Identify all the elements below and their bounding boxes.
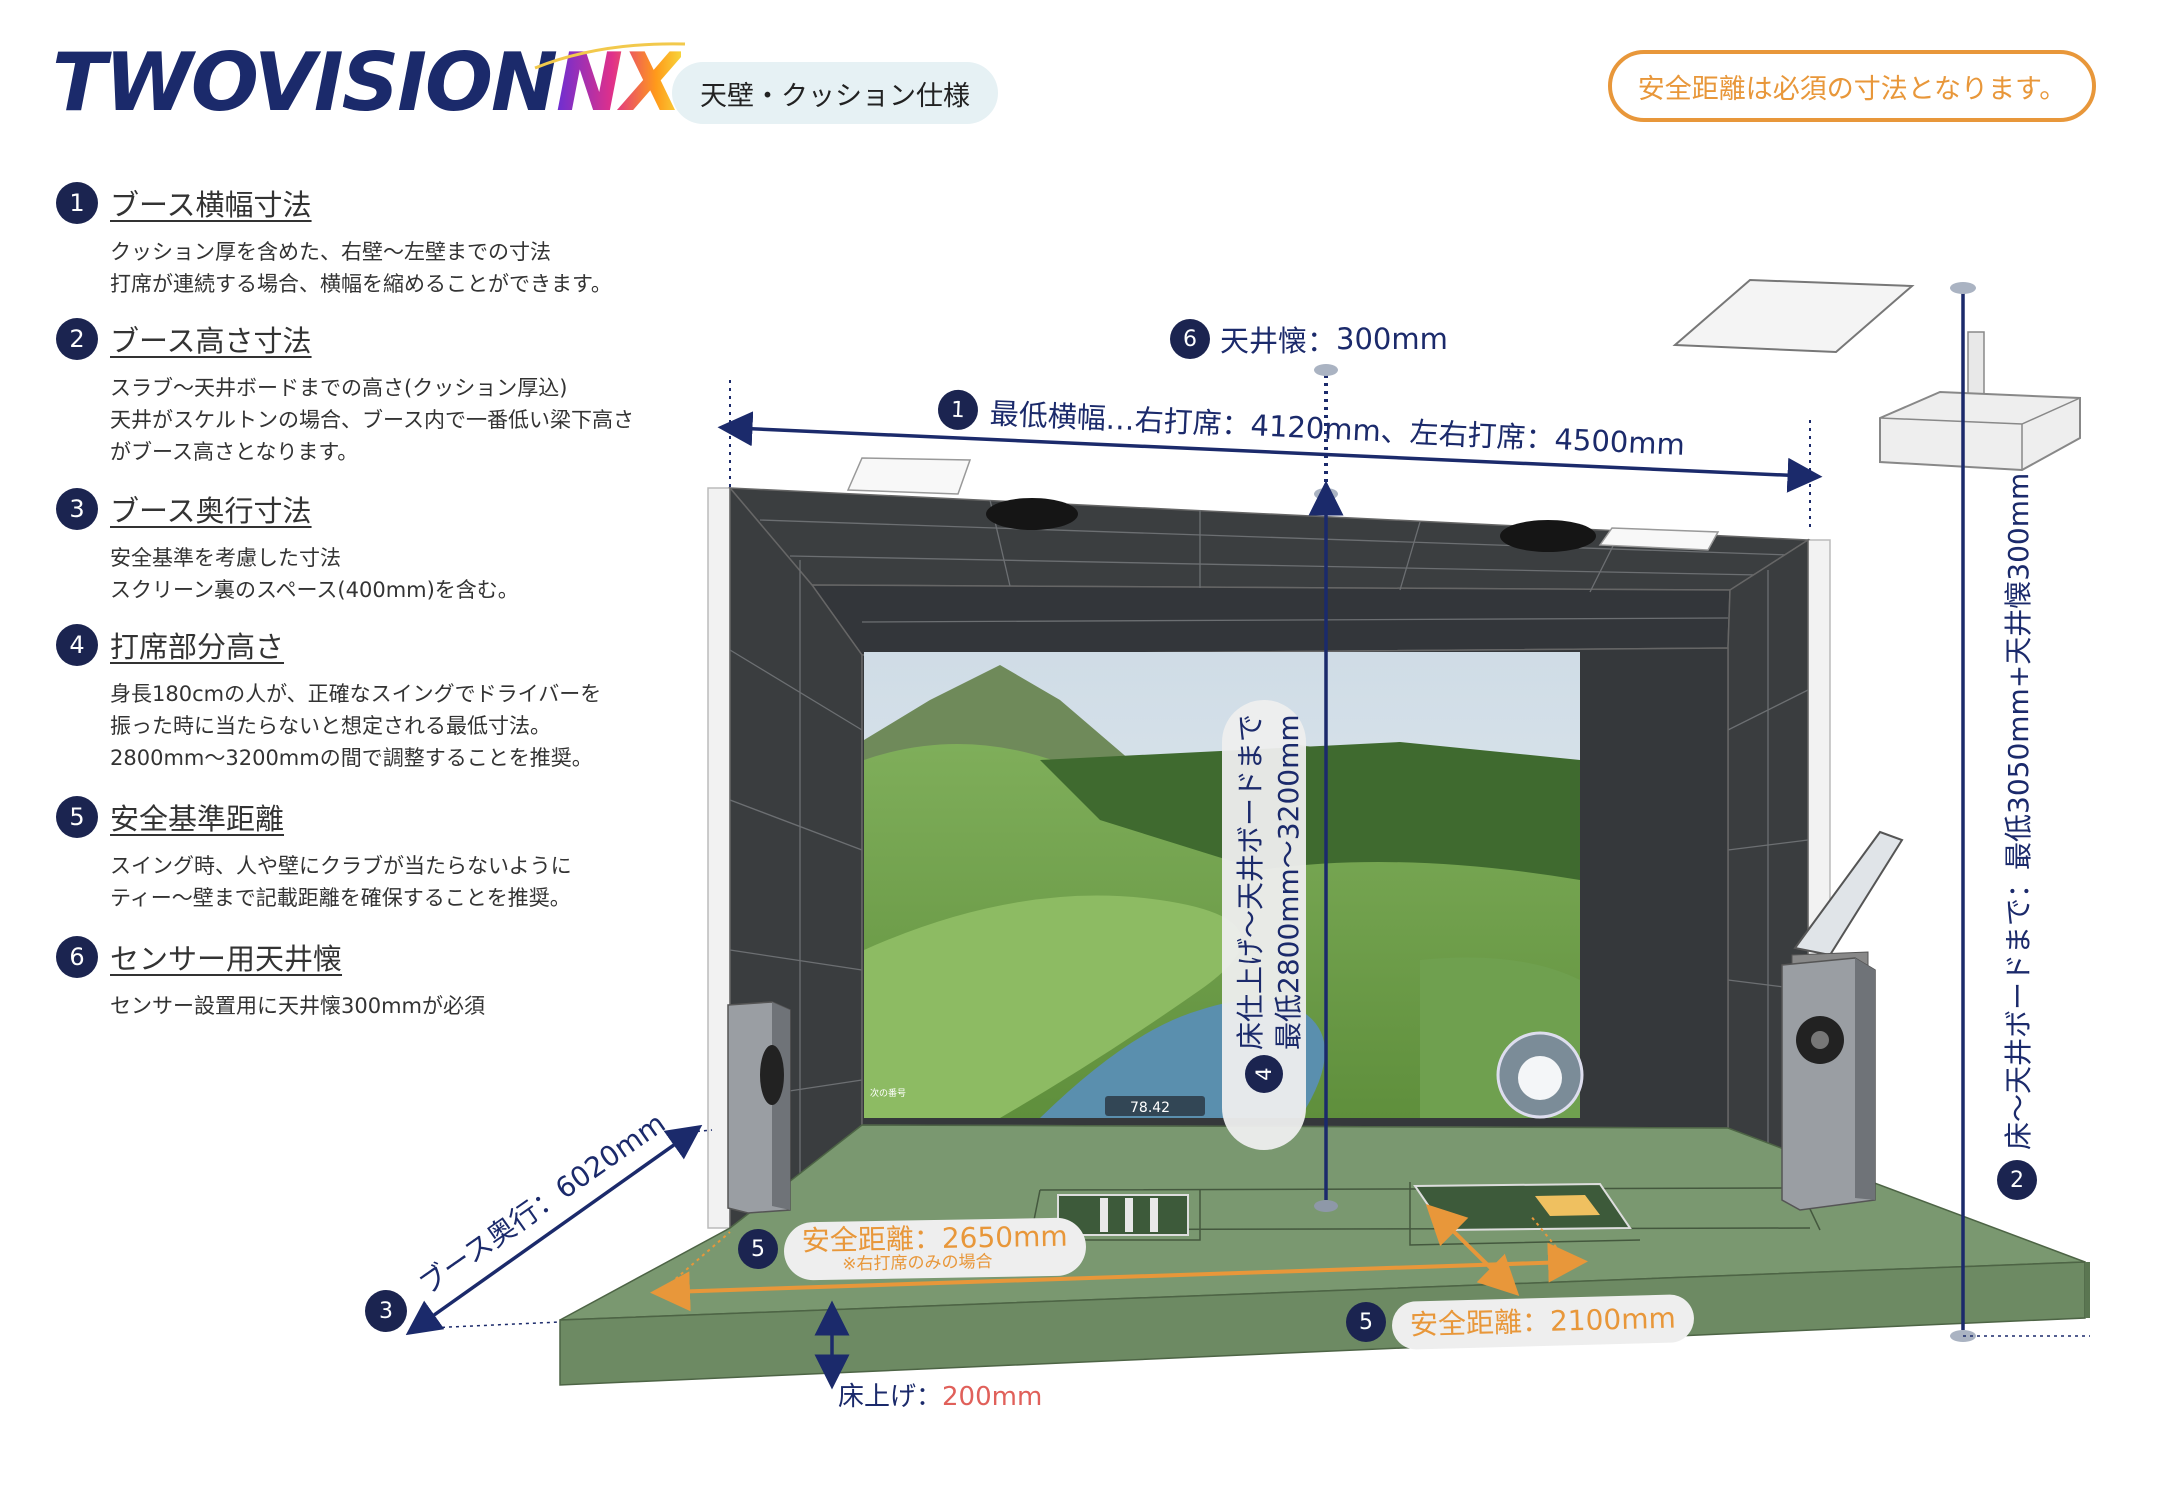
left-wall-edge xyxy=(707,487,731,1229)
legend-desc: 身長180cmの人が、正確なスイングでドライバーを振った時に当たらないと想定され… xyxy=(110,682,602,770)
floor-side-face xyxy=(2085,1262,2090,1318)
booth-height-label: 2 床〜天井ボードまで：最低3050mm+天井懐300mm xyxy=(1997,473,2037,1200)
legend-title: センサー用天井懐 xyxy=(110,942,343,976)
safety-line-right-only xyxy=(650,1242,1588,1312)
legend-title: ブース奥行寸法 xyxy=(110,494,312,528)
legend-title: ブース高さ寸法 xyxy=(110,324,312,358)
legend-title: ブース横幅寸法 xyxy=(110,188,312,222)
ceiling-panel-icon xyxy=(1672,278,1915,354)
legend-desc: センサー設置用に天井懐300mmが必須 xyxy=(110,994,485,1018)
safety-lr-label: 5 安全距離：2100mm xyxy=(1346,1294,1695,1350)
screen-distance-label: 78.42 xyxy=(1130,1100,1170,1116)
spec-subtitle-badge: 天壁・クッション仕様 xyxy=(672,62,998,124)
sensor-box-icon xyxy=(1879,390,2081,472)
legend-desc: スラブ〜天井ボードまでの高さ(クッション厚込)天井がスケルトンの場合、ブース内で… xyxy=(110,376,634,464)
legend-title: 打席部分高さ xyxy=(110,630,285,664)
ceiling-speaker xyxy=(1500,520,1596,552)
width-dimension-line xyxy=(717,411,1823,493)
legend-desc: クッション厚を含めた、右壁〜左壁までの寸法打席が連続する場合、横幅を縮めることが… xyxy=(110,240,612,296)
sensor-mount-pole xyxy=(1967,331,1985,395)
left-sensor-tower xyxy=(727,1001,791,1214)
floor-raise-label: 床上げ：200mm xyxy=(838,1382,1043,1412)
right-kiosk xyxy=(1781,830,1904,1211)
ceiling-space-label: 6 天井懐：300mm xyxy=(1170,318,1448,360)
safety-right-only-label: 5 安全距離：2650mm ※右打席のみの場合 xyxy=(738,1217,1087,1281)
logo-swoosh xyxy=(534,42,686,70)
ceiling-speaker xyxy=(986,498,1078,530)
legend-desc: 安全基準を考慮した寸法スクリーン裏のスペース(400mm)を含む。 xyxy=(110,546,519,602)
legend-desc: スイング時、人や壁にクラブが当たらないようにティー〜壁まで記載距離を確保すること… xyxy=(110,854,572,910)
legend-title: 安全基準距離 xyxy=(110,802,285,836)
depth-label: 3 xyxy=(365,1290,407,1332)
brand-logo: TWOVISIONNX xyxy=(52,36,683,129)
hitting-height-text: 床仕上げ〜天井ボードまで 最低2800mm〜3200mm xyxy=(1234,713,1305,1050)
safety-line-lr xyxy=(1425,1203,1520,1297)
screen-hole-label: 次の番号 xyxy=(870,1087,906,1099)
depth-dimension-line xyxy=(405,1124,703,1336)
safety-notice: 安全距離は必須の寸法となります。 xyxy=(1608,50,2096,122)
